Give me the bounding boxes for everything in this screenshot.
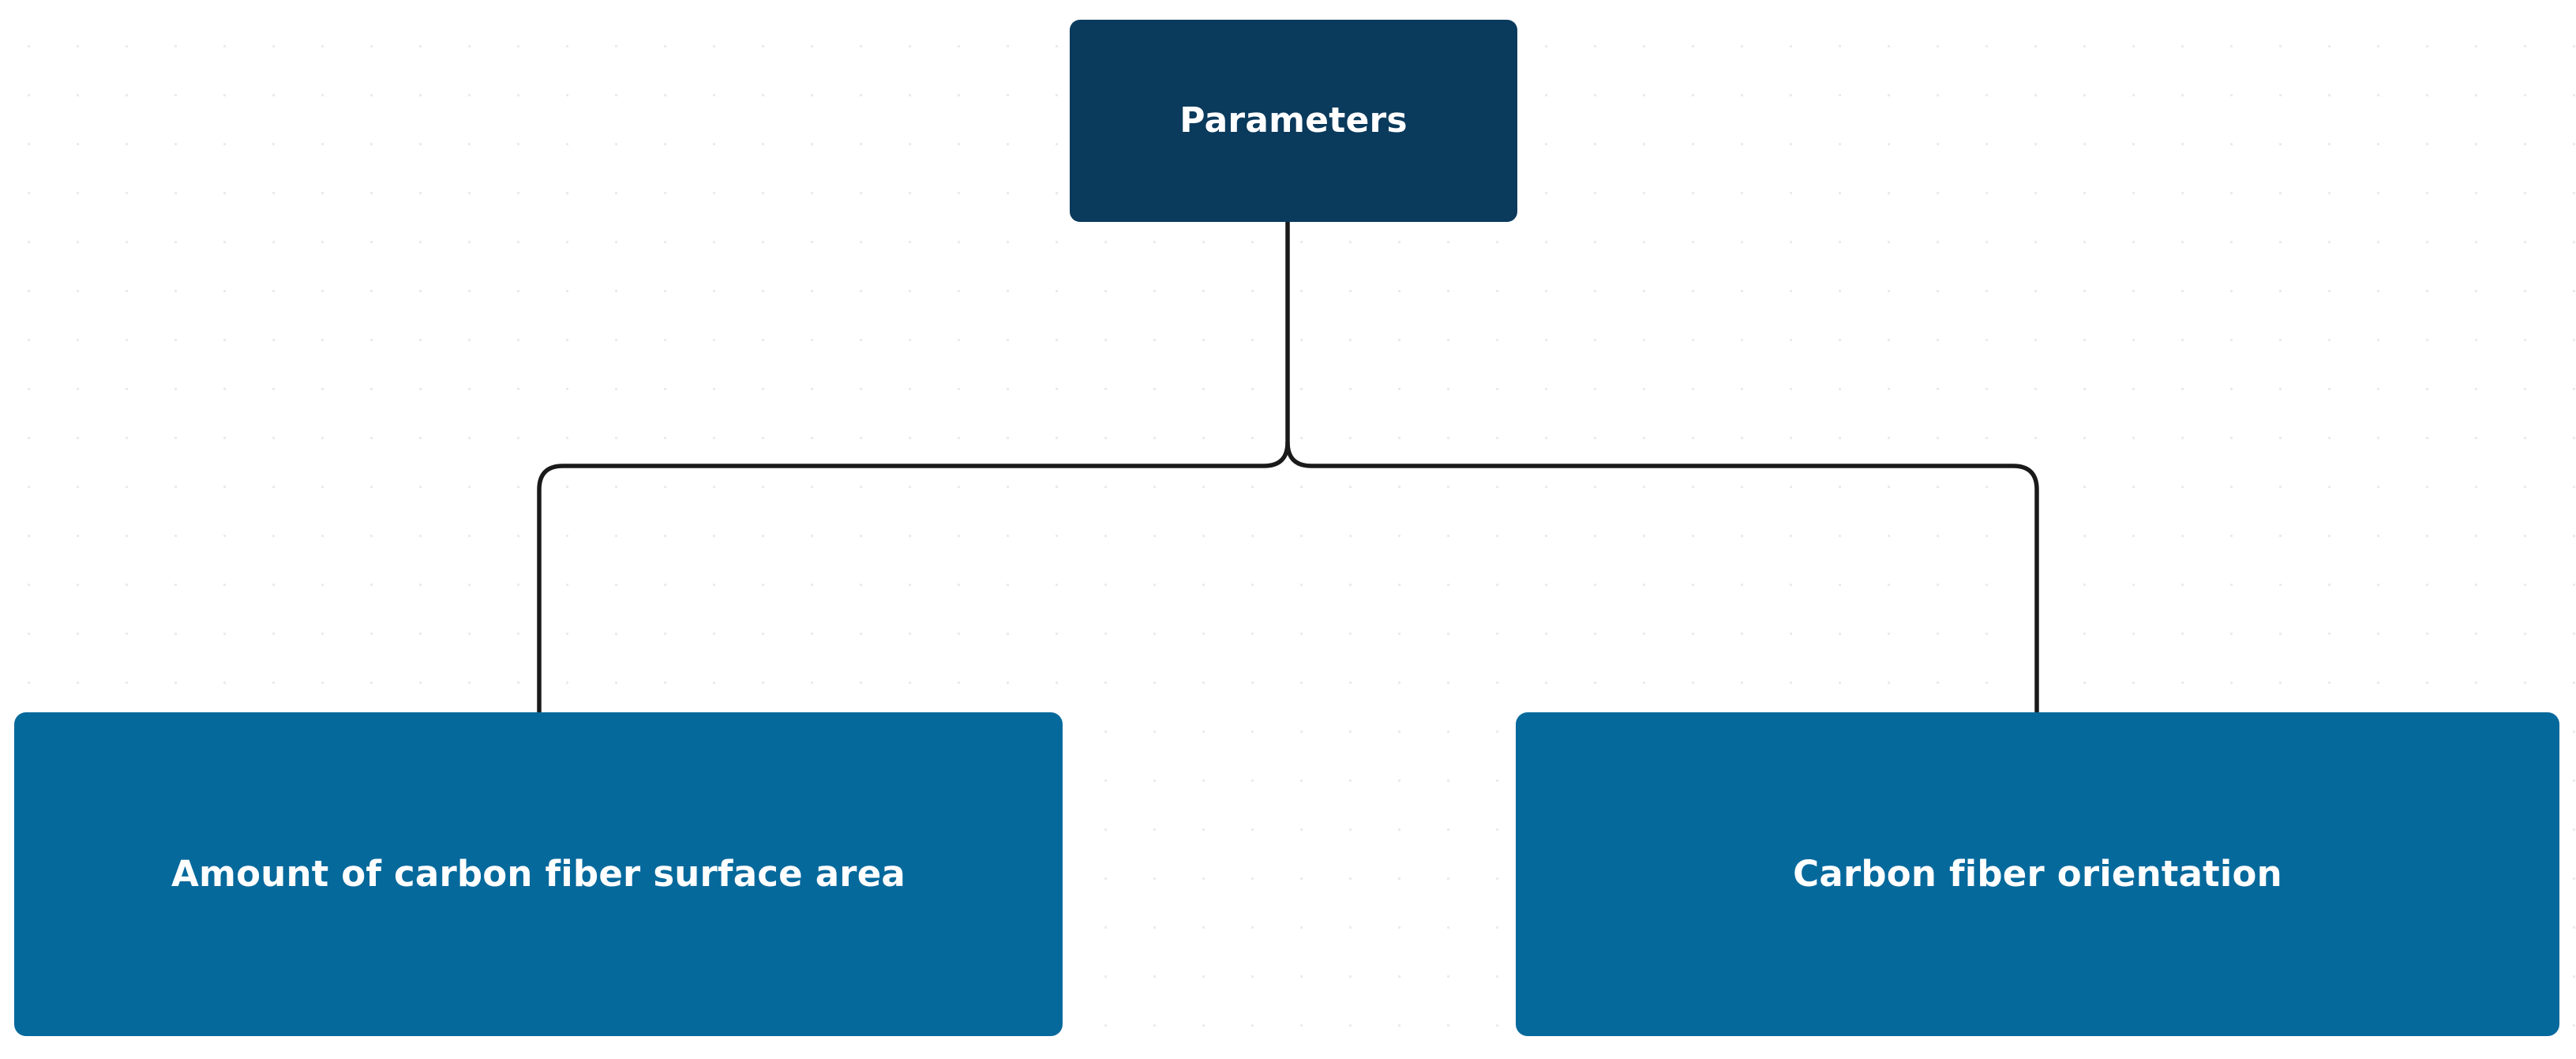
edge-split-right: [1285, 441, 1312, 468]
node-parameters[interactable]: Parameters: [1070, 20, 1517, 222]
node-surface-area[interactable]: Amount of carbon fiber surface area: [14, 712, 1063, 1036]
node-orientation-label: Carbon fiber orientation: [1793, 853, 2282, 895]
node-surface-area-label: Amount of carbon fiber surface area: [171, 853, 906, 895]
edge-to-orientation: [1311, 464, 2039, 712]
edge-split-left: [1263, 441, 1290, 468]
edge-to-surface-area: [537, 464, 1264, 712]
node-parameters-label: Parameters: [1179, 100, 1408, 141]
node-orientation[interactable]: Carbon fiber orientation: [1516, 712, 2559, 1036]
